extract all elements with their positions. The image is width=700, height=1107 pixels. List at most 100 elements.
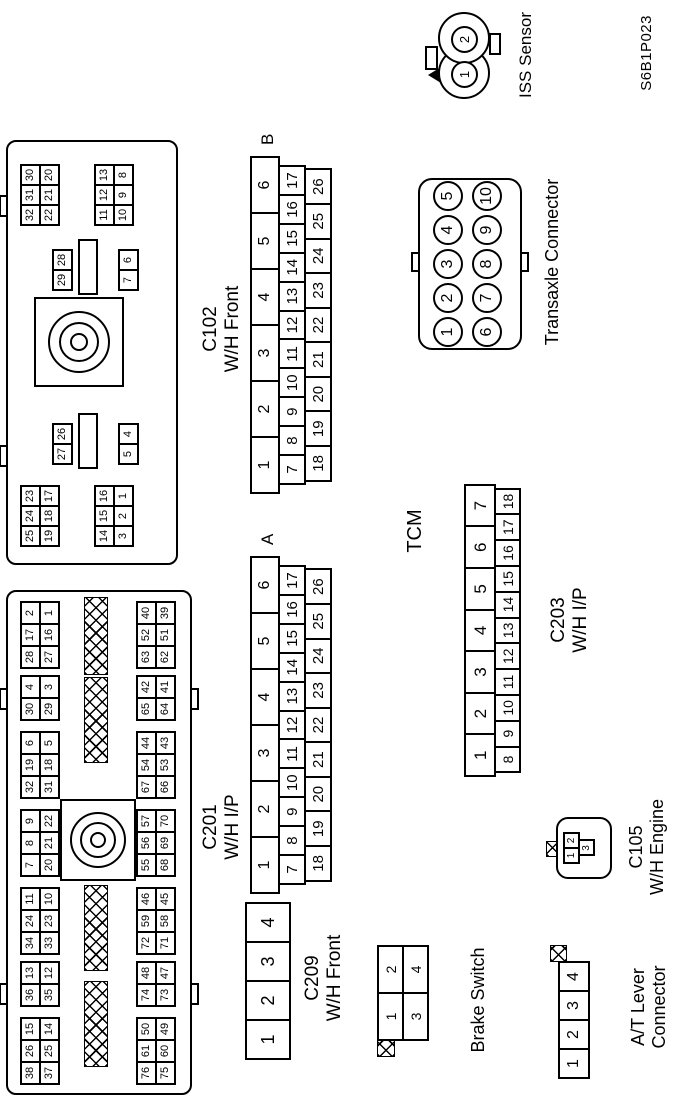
pin-cell: 21	[304, 741, 332, 778]
pin-cell: 11	[94, 204, 115, 226]
pin-cell: 18	[304, 845, 332, 882]
pin-cell: 32	[20, 204, 41, 226]
pin-cell: 14	[278, 251, 306, 283]
pin-cell: 9	[278, 396, 306, 428]
pin-cell: 10	[113, 204, 134, 226]
pin-cell: 6	[250, 556, 280, 614]
pin-cell: 5	[464, 567, 496, 611]
label-iss-sensor: ISS Sensor	[516, 12, 535, 98]
label-line: W/H Engine	[647, 798, 668, 896]
pin-cell: 47	[155, 961, 176, 985]
pin-cell: 43	[155, 731, 176, 755]
pin-cell: 27	[52, 443, 73, 465]
pin-cell: 18	[304, 445, 332, 482]
pin-cell: 2	[250, 780, 280, 838]
pin-cell: 1	[39, 601, 60, 625]
bolt-ring-outer	[48, 311, 110, 373]
pin-circle: 5	[433, 181, 463, 211]
pin-cell: 15	[278, 622, 306, 654]
pin-cell: 5	[250, 612, 280, 670]
pin-cell: 14	[94, 525, 115, 547]
pin-cell: 20	[304, 775, 332, 813]
pin-cell: 18	[494, 487, 521, 516]
pin-cell: 20	[304, 375, 332, 413]
pin-cell: 14	[494, 590, 521, 619]
pin-cell: 4	[250, 668, 280, 726]
pin-cell: 11	[494, 668, 521, 696]
pin-cell: 3	[558, 990, 590, 1021]
pin-cell: 63	[136, 645, 157, 669]
pin-cell: 13	[494, 616, 521, 645]
pin-cell: 6	[118, 249, 139, 271]
pin-cell: 26	[20, 1039, 41, 1063]
pin-cell: 60	[155, 1039, 176, 1063]
pin-cell: 68	[155, 853, 176, 877]
pin-cell: 5	[118, 443, 139, 465]
pin-cell: 31	[39, 775, 60, 799]
at-lever-lock-tab	[550, 945, 567, 962]
pin-cell: 1	[250, 836, 280, 894]
label-c201: C201 W/H I/P	[200, 767, 245, 887]
pin-cell: 16	[39, 623, 60, 647]
pin-cell: 53	[155, 753, 176, 777]
pin-cell: 57	[136, 809, 157, 833]
mounting-bolt	[34, 297, 124, 387]
pin-cell: 5	[39, 731, 60, 755]
mounting-bolt	[60, 799, 136, 881]
pin-cell: 12	[39, 961, 60, 985]
label-c105: C105 W/H Engine	[626, 797, 668, 897]
pin-cell: 8	[278, 825, 306, 857]
pin-cell: 8	[278, 425, 306, 457]
pin-cell: 31	[20, 184, 41, 206]
pin-cell: 3	[464, 650, 496, 694]
connector-tab	[0, 688, 8, 710]
label-line: W/H Front	[324, 934, 346, 1022]
pin-cell: 12	[494, 642, 521, 671]
iss-pin-1: 1	[451, 61, 478, 88]
pin-cell: 73	[155, 983, 176, 1007]
label-c209: C209 W/H Front	[302, 897, 347, 1059]
pin-row: 3	[578, 839, 595, 857]
pin-circle: 8	[472, 249, 502, 279]
pin-cell: 65	[136, 697, 157, 721]
pin-cell: 26	[304, 168, 332, 205]
pin-cell: 19	[39, 525, 60, 547]
pin-cell: 15	[20, 1017, 41, 1041]
pin-cell: 1	[377, 992, 404, 1041]
label-line: C209	[302, 955, 323, 1001]
pin-cell: 56	[136, 831, 157, 855]
pin-cell: 70	[155, 809, 176, 833]
pin-circle: 6	[472, 317, 502, 347]
pin-cell: 49	[155, 1017, 176, 1041]
connector-tab	[0, 445, 8, 467]
pin-cell: 40	[136, 601, 157, 625]
pin-cell: 2	[558, 1019, 590, 1050]
pin-cell: 16	[278, 194, 306, 225]
